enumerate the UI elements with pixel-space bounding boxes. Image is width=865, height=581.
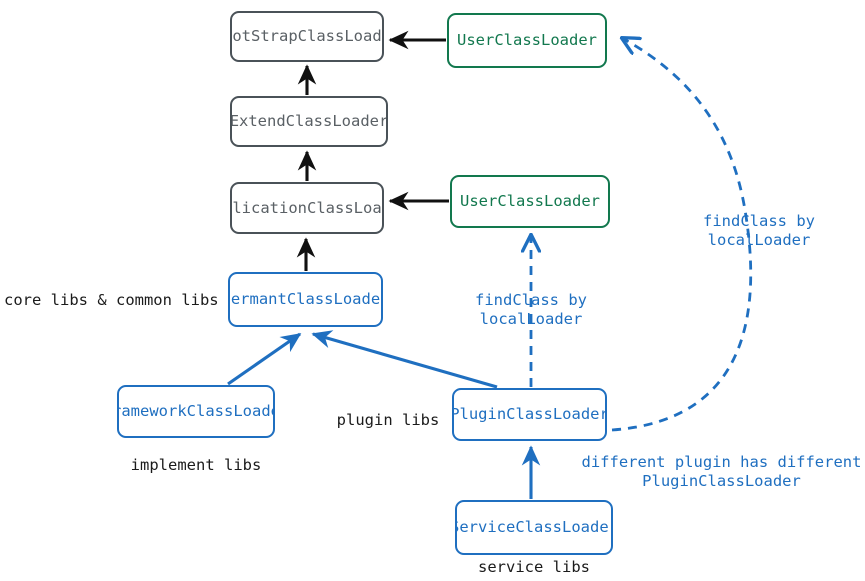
label-findclass-localloader-right: findClass by localLoader bbox=[703, 212, 815, 249]
node-extendclassloader[interactable]: ExtendClassLoader bbox=[230, 96, 388, 147]
node-frameworkclassloader[interactable]: FrameworkClassLoader bbox=[117, 385, 275, 438]
label-core-libs: core libs & common libs bbox=[4, 291, 219, 309]
label-plugin-libs: plugin libs bbox=[336, 411, 440, 429]
label-findclass-localloader-middle: findClass by localLoader bbox=[475, 291, 587, 328]
edge-framework-to-sermant bbox=[227, 332, 302, 386]
node-sermantclassloader[interactable]: SermantClassLoader bbox=[228, 272, 383, 327]
node-serviceclassloader[interactable]: ServiceClassLoader bbox=[455, 500, 613, 555]
node-userclassloader-top[interactable]: UserClassLoader bbox=[447, 13, 607, 68]
edge-plugin-to-sermant bbox=[311, 330, 498, 389]
node-bootstrapclassloader[interactable]: BootStrapClassLoader bbox=[230, 11, 384, 62]
label-different-plugin-note: different plugin has different PluginCla… bbox=[581, 453, 862, 490]
label-implement-libs: implement libs bbox=[130, 456, 262, 474]
node-userclassloader-middle[interactable]: UserClassLoader bbox=[450, 175, 610, 228]
node-pluginclassloader[interactable]: PluginClassLoader bbox=[452, 388, 607, 441]
node-applicationclassloader[interactable]: ApplicationClassLoader bbox=[230, 182, 384, 234]
label-service-libs: service libs bbox=[478, 558, 590, 576]
